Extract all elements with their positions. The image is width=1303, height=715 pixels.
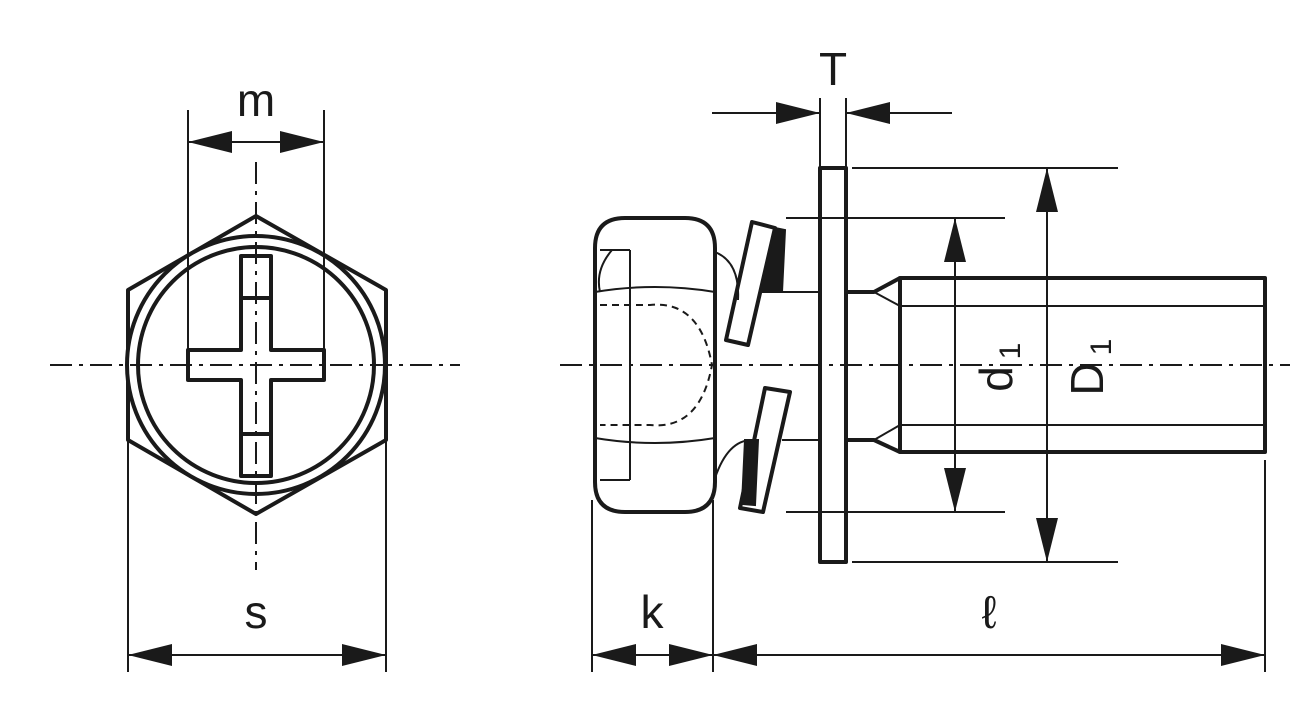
thread-root-start-bottom xyxy=(873,424,901,441)
label-d1-sub: 1 xyxy=(994,343,1027,360)
D1-arrow-top xyxy=(1036,168,1058,212)
m-arrow-left xyxy=(188,131,232,153)
neck-top xyxy=(846,276,901,294)
dimension-l: ℓ xyxy=(713,460,1266,672)
T-arrow-right xyxy=(846,102,890,124)
front-view: m s xyxy=(50,74,460,672)
dimension-m: m xyxy=(187,74,325,350)
s-arrow-right xyxy=(342,644,386,666)
label-s: s xyxy=(245,586,268,638)
spring-washer xyxy=(714,220,792,514)
spring-washer-bottom-section xyxy=(740,439,760,507)
label-d1-main: d xyxy=(970,366,1022,392)
dimension-d1: d 1 xyxy=(786,217,1027,513)
s-arrow-left xyxy=(128,644,172,666)
washer-fillet-top xyxy=(714,251,740,301)
label-k: k xyxy=(641,586,665,638)
label-T: T xyxy=(819,43,847,95)
dimension-T: T xyxy=(712,43,952,168)
head-face-arc-top xyxy=(594,286,716,293)
T-arrow-left xyxy=(776,102,820,124)
label-d1: d 1 xyxy=(970,343,1027,392)
dimension-k: k xyxy=(591,500,714,672)
washer-fillet-bottom xyxy=(714,439,753,479)
label-D1-main: D xyxy=(1061,362,1113,395)
D1-arrow-bottom xyxy=(1036,518,1058,562)
label-D1-sub: 1 xyxy=(1085,339,1118,356)
l-arrow-left xyxy=(713,644,757,666)
thread-root-start-top xyxy=(873,291,901,307)
d1-arrow-bottom xyxy=(944,468,966,512)
l-arrow-right xyxy=(1221,644,1265,666)
m-arrow-right xyxy=(280,131,324,153)
label-m: m xyxy=(237,74,275,126)
neck-bottom xyxy=(846,438,901,454)
d1-arrow-top xyxy=(944,218,966,262)
label-D1: D 1 xyxy=(1061,339,1118,396)
spring-washer-top xyxy=(724,220,777,347)
dimension-s: s xyxy=(127,440,387,672)
head-chamfer-top xyxy=(597,249,613,293)
k-arrow-left xyxy=(592,644,636,666)
k-arrow-right xyxy=(669,644,713,666)
dimension-D1: D 1 xyxy=(852,167,1118,563)
head-face-arc-bottom xyxy=(594,437,716,444)
side-view: T d 1 D 1 xyxy=(560,43,1290,672)
label-l: ℓ xyxy=(982,586,997,638)
